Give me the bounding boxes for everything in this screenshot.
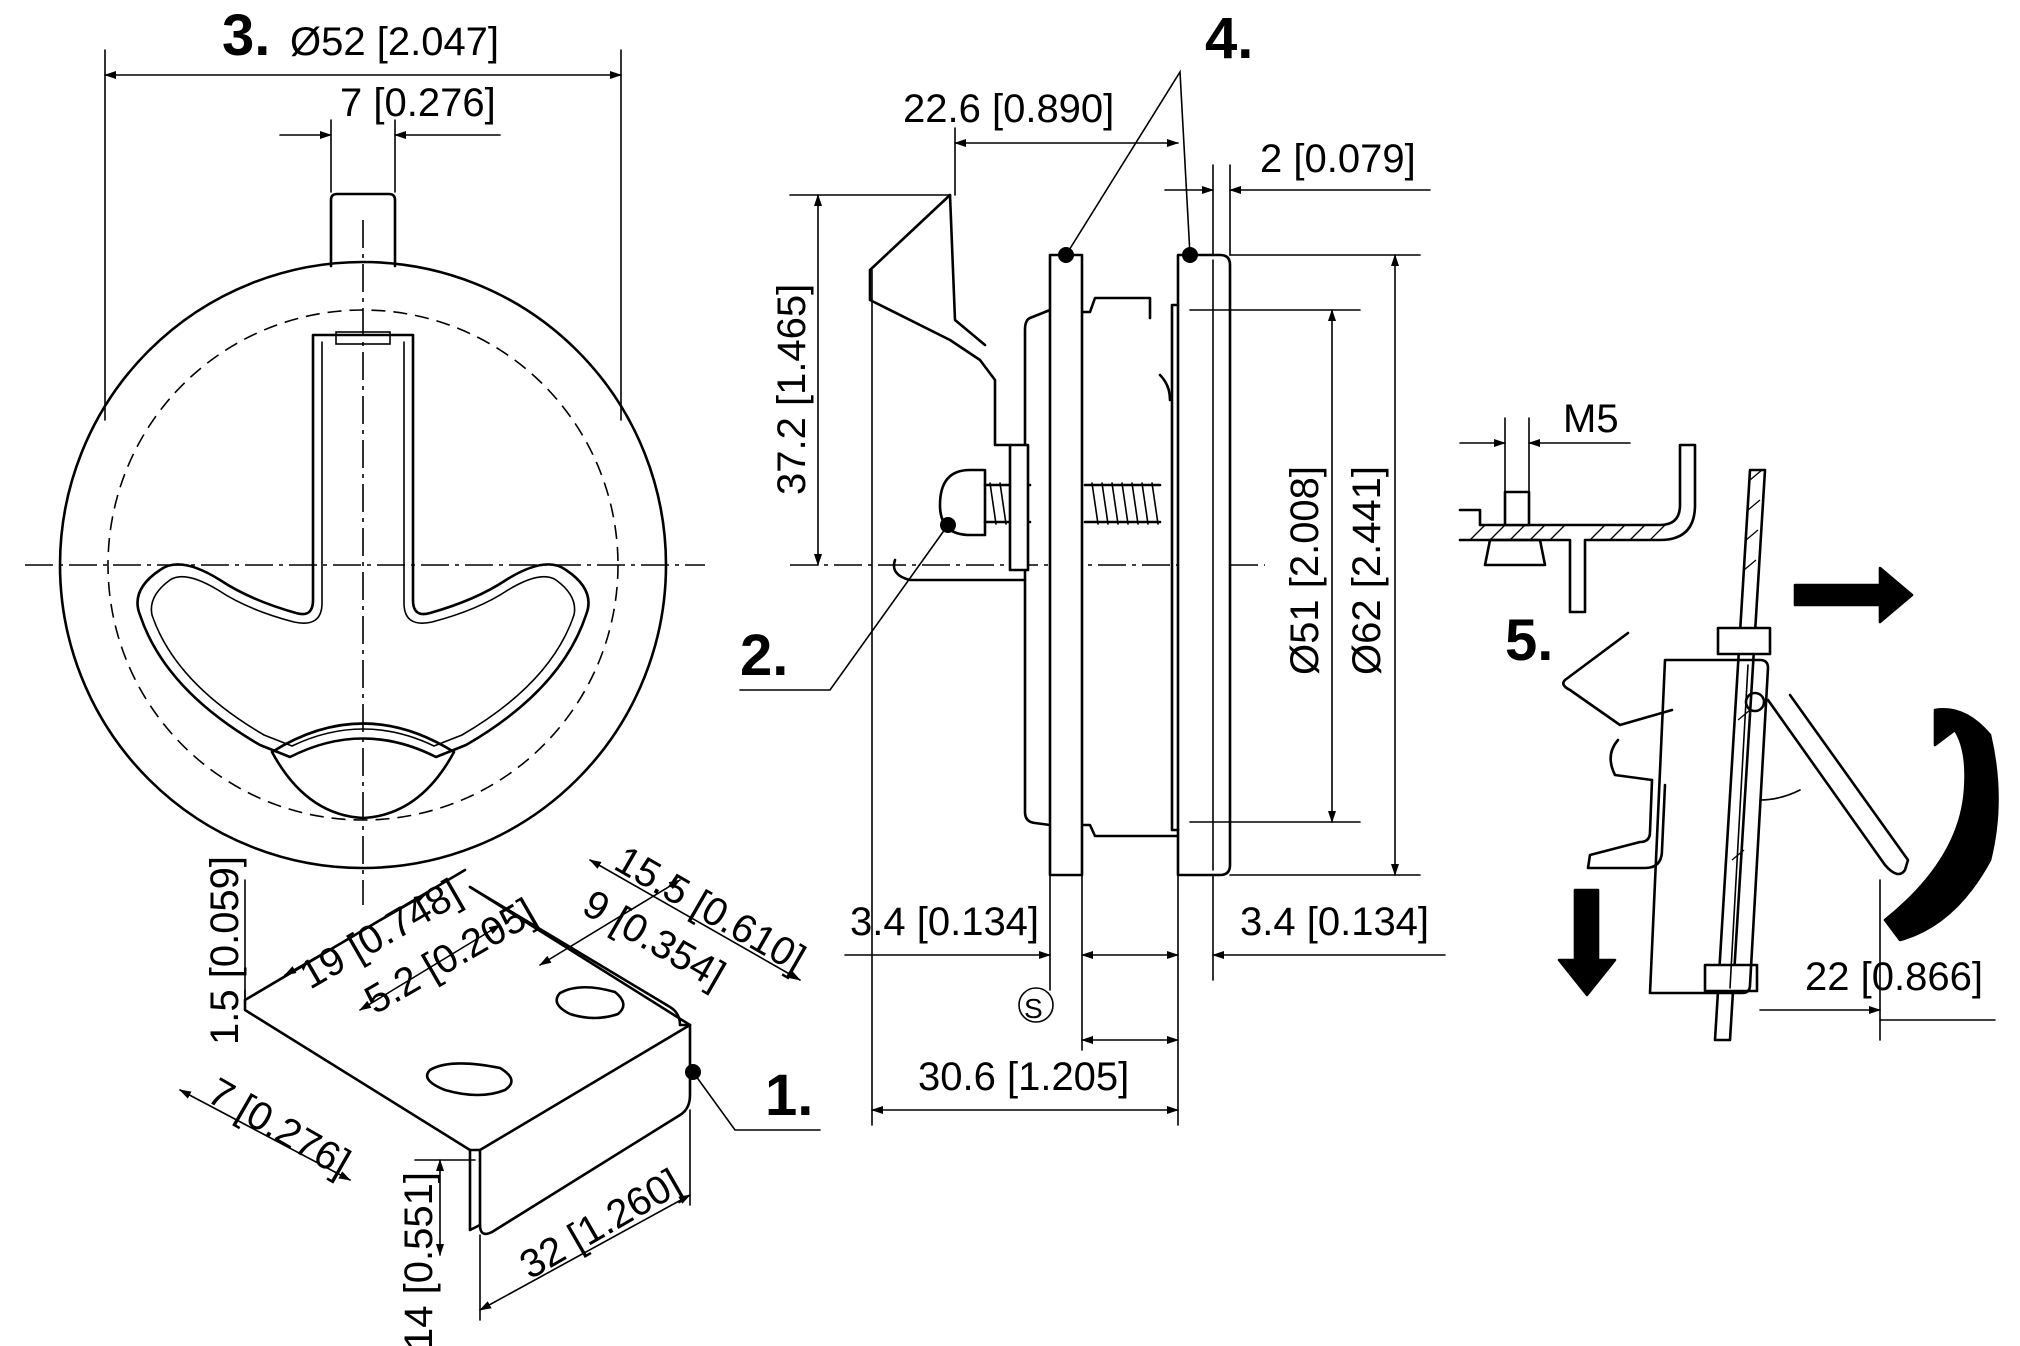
dim-total-30: 30.6 [1.205] <box>918 1055 1129 1099</box>
side-detail-arc <box>1158 373 1172 402</box>
dim-left-3-4: 3.4 [0.134] <box>850 900 1039 944</box>
arrow-rotate-icon <box>1883 708 1999 942</box>
s-symbol: S <box>1024 993 1043 1024</box>
operation-lever <box>1766 693 1910 876</box>
latch-pivot <box>1744 691 1766 713</box>
bracket-slot-1 <box>425 1062 513 1097</box>
bracket-slot-2 <box>555 985 625 1020</box>
callout-2: 2. <box>740 623 788 688</box>
dim-right-3-4: 3.4 [0.134] <box>1240 900 1429 944</box>
latch-pawl-curve <box>1609 738 1654 782</box>
bracket-view: 1. 1.5 [0.059] 19 [0.748] 5.2 [0.205] 9 … <box>179 838 821 1346</box>
panel-upper-clamp <box>1716 626 1772 656</box>
operation-view: 5. 22 [0.866] <box>1505 468 1999 1042</box>
latch-body <box>1648 658 1770 995</box>
latch-body-edge <box>1729 664 1749 989</box>
panel-plate-step <box>1170 303 1180 832</box>
leader-1 <box>692 1071 821 1131</box>
callout-4: 4. <box>1205 6 1253 71</box>
callout-1: 1. <box>765 1063 813 1128</box>
m5-bolt <box>1503 490 1531 527</box>
arrow-right-icon <box>1793 566 1914 624</box>
dim-handle-width: 7 [0.276] <box>340 81 496 125</box>
leader-4 <box>1065 69 1191 256</box>
panel-hatching <box>1725 469 1763 991</box>
side-handle-lever <box>868 193 1012 447</box>
panel-plate <box>1176 253 1232 877</box>
grip-bowl <box>270 722 456 820</box>
bracket-bend-edges <box>468 1023 692 1232</box>
dim-bracket-14: 14 [0.551] <box>397 1172 441 1346</box>
dim-swing-22: 22 [0.866] <box>1805 955 1983 999</box>
handle-top-tab <box>329 192 397 268</box>
m5-detail: M5 <box>1458 397 1697 614</box>
m5-nut <box>1483 538 1547 567</box>
dim-dia52: Ø52 [2.047] <box>290 20 499 64</box>
dim-dia-62: Ø62 [2.441] <box>1345 466 1389 675</box>
hidden-inner-circle <box>107 309 619 821</box>
handle-recess-inner <box>150 341 576 747</box>
arrow-down-icon <box>1557 888 1617 997</box>
dim-line-19 <box>284 894 426 976</box>
dim-line-32 <box>479 1194 691 1311</box>
leader-2 <box>739 524 949 691</box>
dim-dia-51: Ø51 [2.008] <box>1283 466 1327 675</box>
nut-washer <box>1008 443 1030 572</box>
outer-ring <box>58 260 668 870</box>
dim-depth-22: 22.6 [0.890] <box>903 87 1114 131</box>
dim-thread-m5: M5 <box>1563 397 1619 441</box>
m5-bracket-section <box>1458 443 1697 614</box>
m5-hatching <box>1469 524 1666 541</box>
dim-height-37: 37.2 [1.465] <box>770 284 814 495</box>
dim-bracket-7: 7 [0.276] <box>201 1070 358 1186</box>
dim-line-15-5 <box>589 859 801 981</box>
side-view: 4. 2. 22.6 [0.890] 2 [0.079] 37.2 [1.465… <box>739 6 1446 1126</box>
dim-flange-2: 2 [0.079] <box>1260 137 1416 181</box>
side-handle-inner <box>948 193 987 347</box>
front-view: 3. Ø52 [2.047] 7 [0.276] <box>25 3 705 905</box>
lever-sweep <box>1759 789 1801 801</box>
callout-3: 3. <box>222 3 270 68</box>
dim-bracket-32: 32 [1.260] <box>513 1161 689 1288</box>
operation-panel <box>1713 468 1767 1042</box>
dim-line-5-2 <box>359 924 501 1011</box>
handle-recess-outline <box>136 333 590 759</box>
dim-line-7-bracket <box>179 1089 351 1181</box>
latch-pawl-lower <box>1586 778 1667 870</box>
s-symbol-circle <box>1018 987 1054 1023</box>
latch-pawl-upper <box>1562 631 1674 727</box>
bracket-section <box>892 558 1027 582</box>
handle-pivot-pin <box>335 331 391 345</box>
dim-bracket-thickness: 1.5 [0.059] <box>203 856 247 1045</box>
callout-5: 5. <box>1505 608 1553 673</box>
front-plate <box>1048 253 1084 877</box>
